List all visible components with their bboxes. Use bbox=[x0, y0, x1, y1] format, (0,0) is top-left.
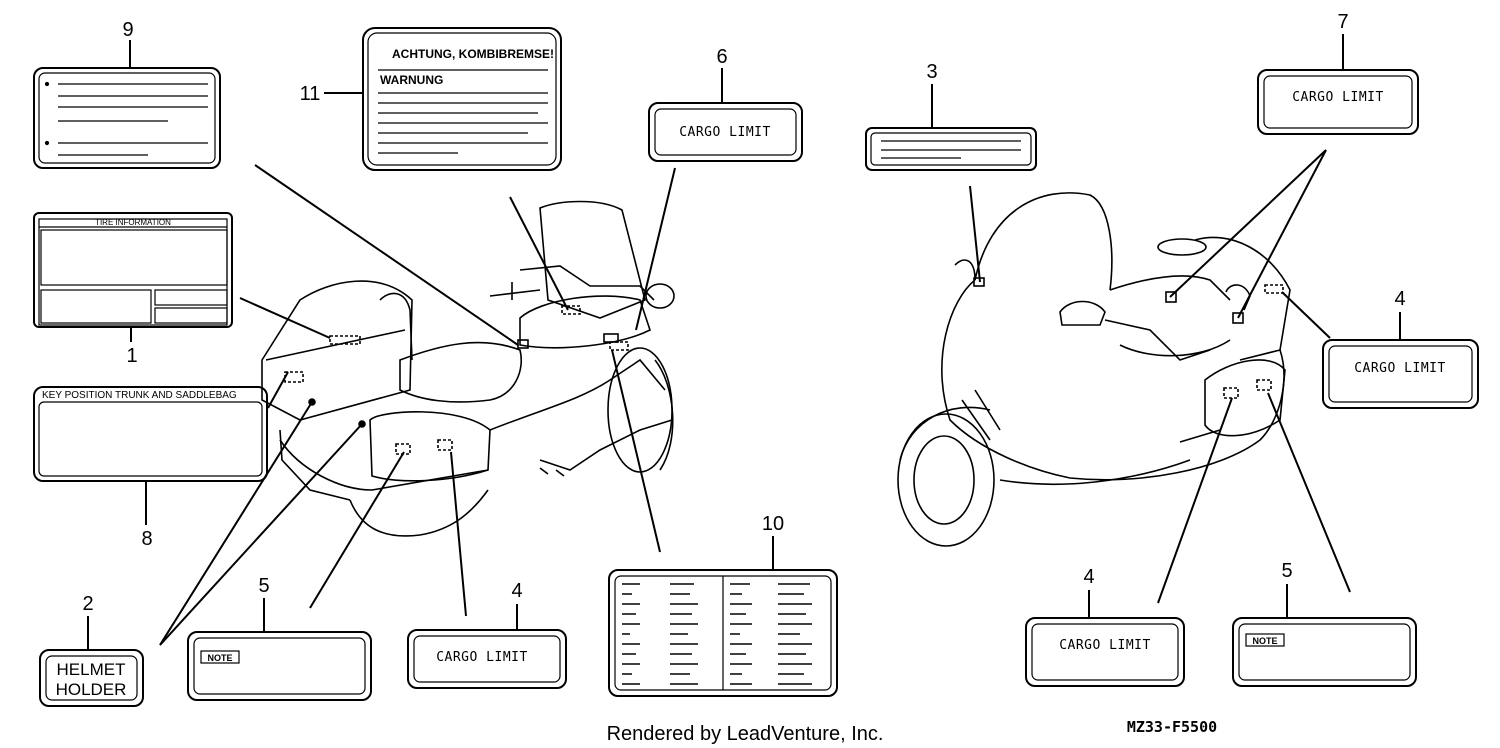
callout-1: 1 bbox=[126, 345, 137, 367]
label-6-cargo-limit: CARGO LIMIT bbox=[648, 102, 803, 162]
label-11: ACHTUNG, KOMBIBREMSE! WARNUNG bbox=[362, 27, 562, 171]
label-3 bbox=[865, 127, 1037, 171]
label-2-helmet-holder: HELMET HOLDER bbox=[39, 649, 144, 707]
callout-5-right: 5 bbox=[1281, 560, 1292, 582]
helmet-text-line2: HOLDER bbox=[56, 680, 127, 699]
callout-11: 11 bbox=[300, 83, 321, 105]
label-8-key-position: KEY POSITION TRUNK AND SADDLEBAG bbox=[33, 386, 268, 482]
motorcycle-front-view bbox=[897, 192, 1291, 547]
callout-6: 6 bbox=[716, 46, 727, 68]
callout-9: 9 bbox=[122, 19, 133, 41]
callout-2: 2 bbox=[82, 593, 93, 615]
note-tag: NOTE bbox=[207, 653, 232, 663]
cargo-limit-text: CARGO LIMIT bbox=[436, 650, 528, 665]
callout-7: 7 bbox=[1337, 11, 1348, 33]
callout-10: 10 bbox=[762, 513, 784, 535]
callout-8: 8 bbox=[141, 528, 152, 550]
callout-4-bottom-right: 4 bbox=[1083, 566, 1094, 588]
label-10-spec-table bbox=[608, 569, 838, 697]
callout-3: 3 bbox=[926, 61, 937, 83]
achtung-heading: ACHTUNG, KOMBIBREMSE! bbox=[392, 47, 554, 61]
label-1-tire-information: TIRE INFORMATION bbox=[33, 212, 233, 328]
label-4-center-cargo-limit: CARGO LIMIT bbox=[407, 629, 567, 689]
key-position-text: KEY POSITION TRUNK AND SADDLEBAG bbox=[42, 390, 237, 401]
motorcycle-rear-view bbox=[261, 200, 675, 537]
label-7-cargo-limit: CARGO LIMIT bbox=[1257, 69, 1419, 135]
label-4-right-cargo-limit: CARGO LIMIT bbox=[1322, 339, 1479, 409]
label-4-bottom-right-cargo-limit: CARGO LIMIT bbox=[1025, 617, 1185, 687]
tire-information-header: TIRE INFORMATION bbox=[95, 218, 171, 227]
callout-4-center: 4 bbox=[511, 580, 522, 602]
callout-4-right: 4 bbox=[1394, 288, 1405, 310]
cargo-limit-text: CARGO LIMIT bbox=[1059, 638, 1151, 653]
note-tag: NOTE bbox=[1252, 636, 1277, 646]
cargo-limit-text: CARGO LIMIT bbox=[679, 125, 771, 140]
label-5-right-note: NOTE bbox=[1232, 617, 1417, 687]
helmet-text-line1: HELMET bbox=[57, 660, 126, 679]
callout-5-left: 5 bbox=[258, 575, 269, 597]
label-5-left-note: NOTE bbox=[187, 631, 372, 701]
footer-credit: Rendered by LeadVenture, Inc. bbox=[607, 723, 884, 745]
diagram-code: MZ33-F5500 bbox=[1127, 718, 1217, 736]
cargo-limit-text: CARGO LIMIT bbox=[1354, 361, 1446, 376]
label-9 bbox=[33, 67, 221, 169]
warnung-heading: WARNUNG bbox=[380, 73, 443, 87]
cargo-limit-text: CARGO LIMIT bbox=[1292, 90, 1384, 105]
